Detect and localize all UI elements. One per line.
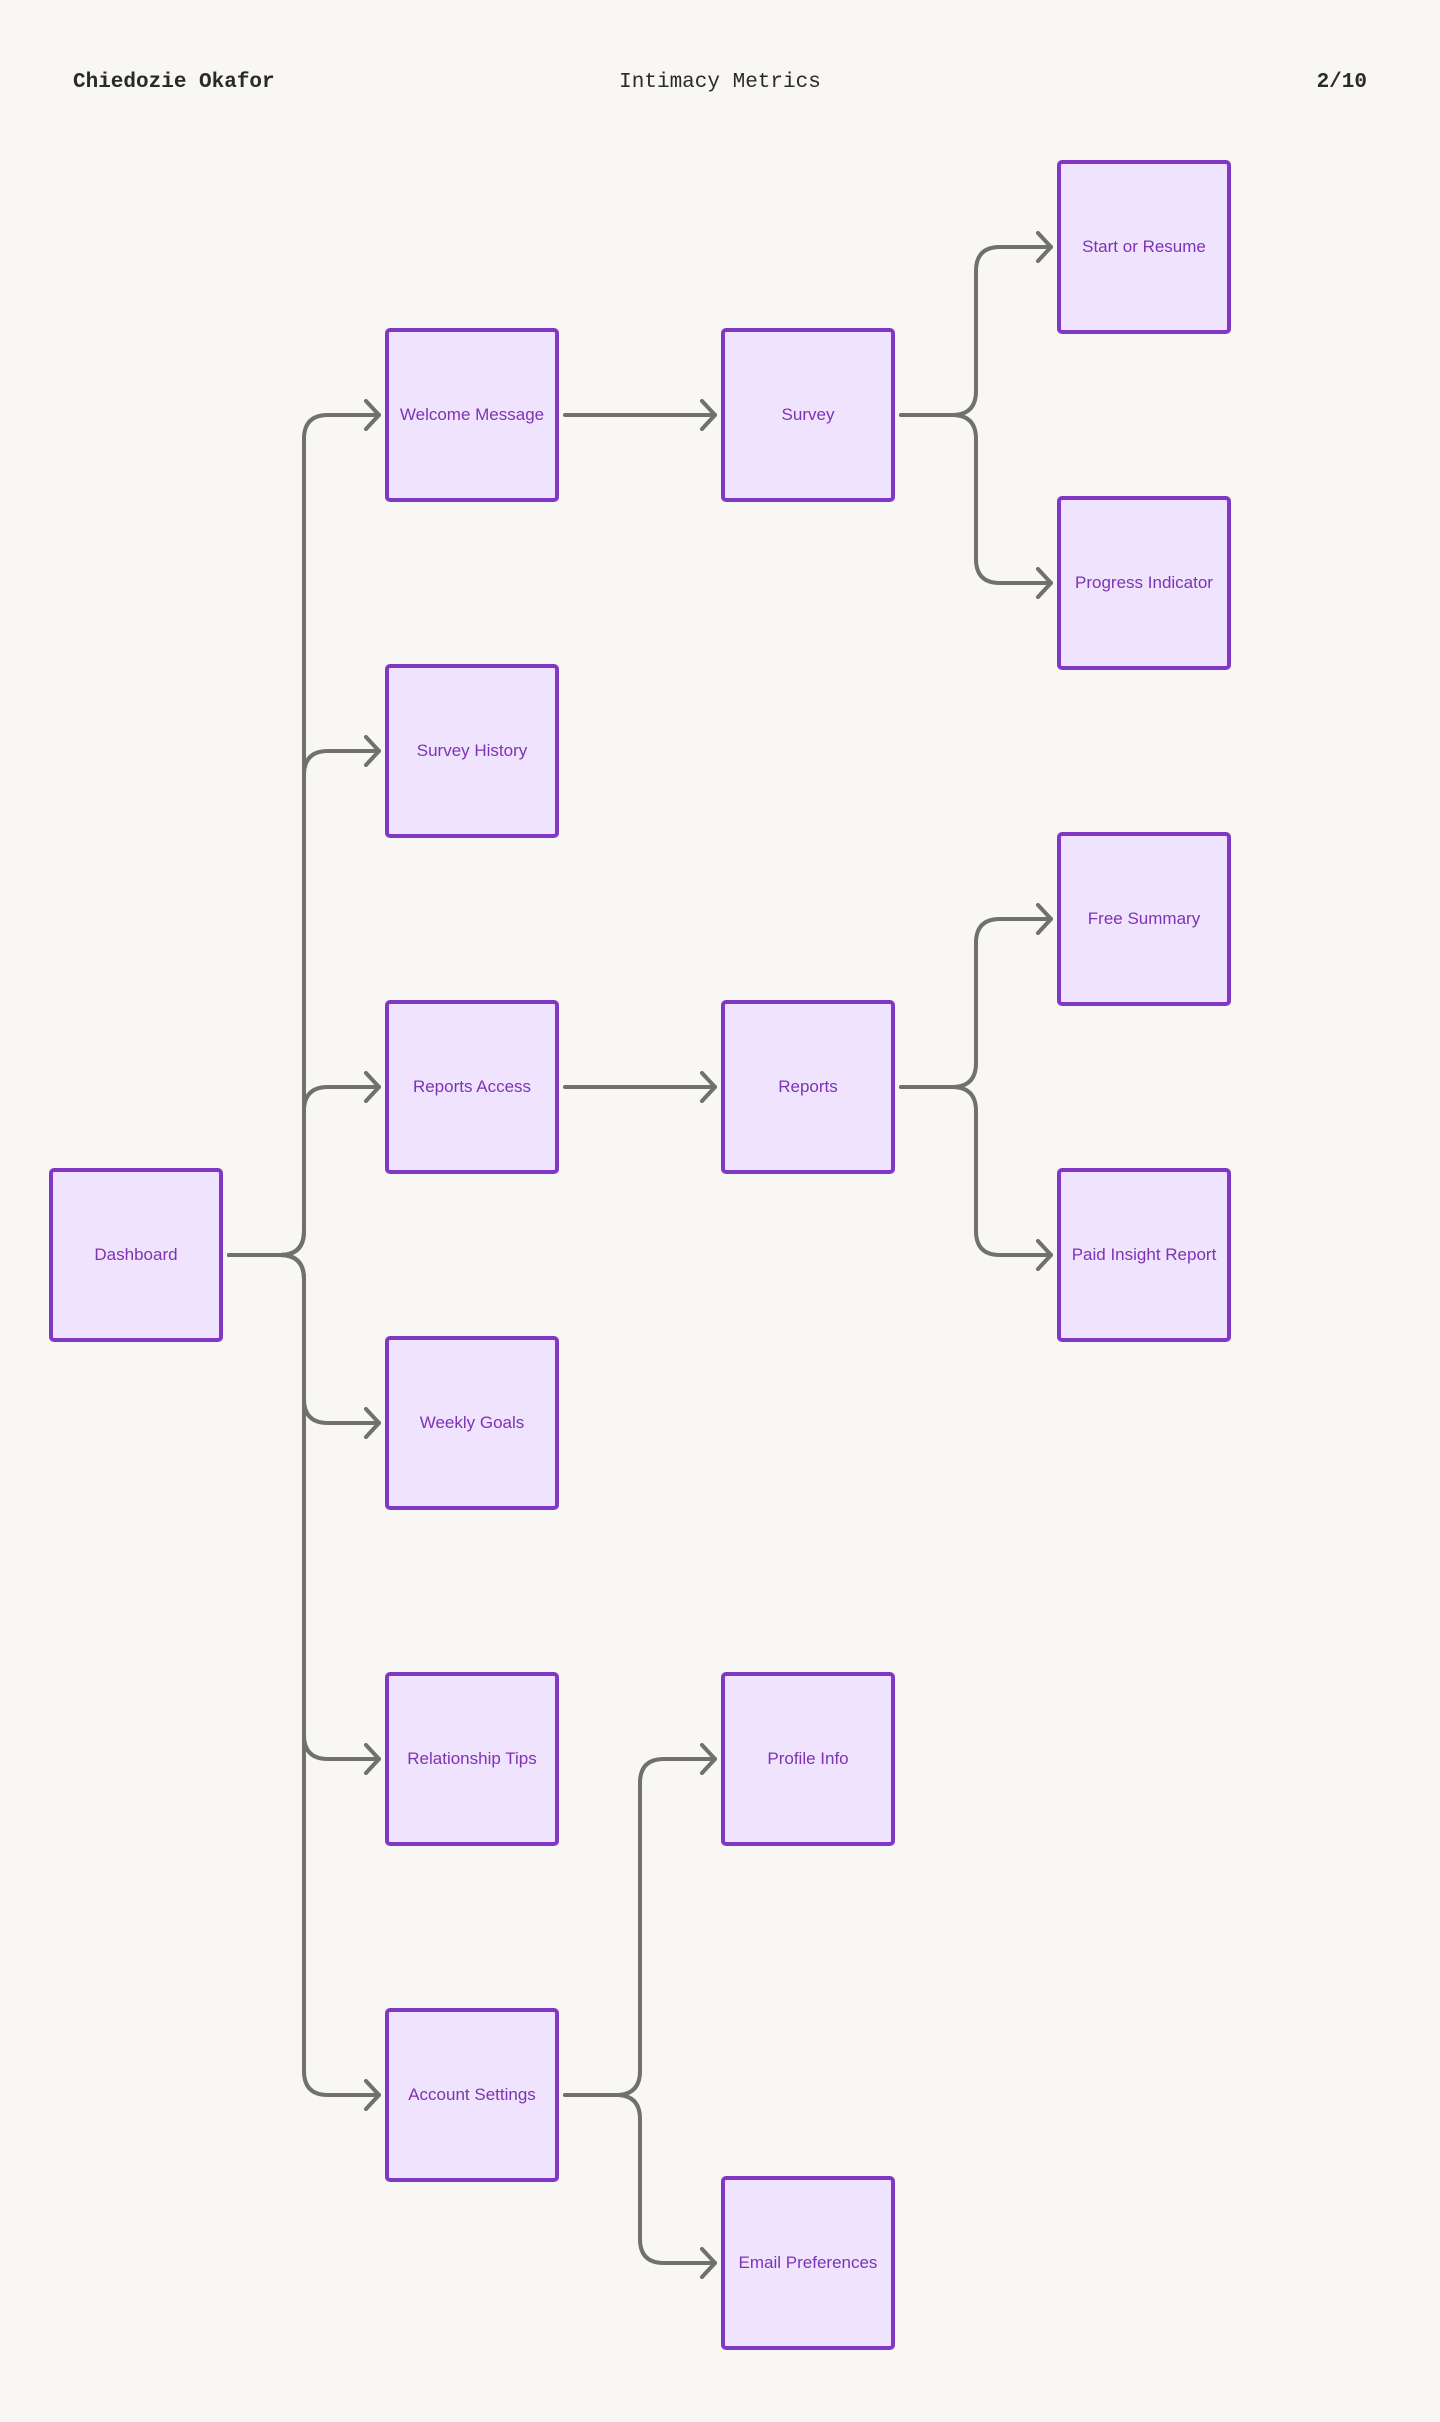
connector-line xyxy=(227,1085,381,1257)
node-progress-indicator[interactable]: Progress Indicator xyxy=(1057,496,1231,670)
node-weekly-goals[interactable]: Weekly Goals xyxy=(385,1336,559,1510)
node-email-preferences[interactable]: Email Preferences xyxy=(721,2176,895,2350)
page-number: 2/10 xyxy=(1316,71,1367,94)
node-account-settings[interactable]: Account Settings xyxy=(385,2008,559,2182)
node-start-or-resume[interactable]: Start or Resume xyxy=(1057,160,1231,334)
connector-line xyxy=(899,1085,1053,1257)
node-paid-insight-report[interactable]: Paid Insight Report xyxy=(1057,1168,1231,1342)
connector-line xyxy=(899,245,1053,417)
node-profile-info[interactable]: Profile Info xyxy=(721,1672,895,1846)
arrowhead-icon xyxy=(1036,903,1053,935)
connector-line xyxy=(227,1253,381,2097)
document-title: Intimacy Metrics xyxy=(619,71,821,94)
node-relationship-tips[interactable]: Relationship Tips xyxy=(385,1672,559,1846)
connector-line xyxy=(563,1757,717,2097)
arrowhead-icon xyxy=(700,1743,717,1775)
arrowhead-icon xyxy=(1036,1239,1053,1271)
arrowhead-icon xyxy=(1036,231,1053,263)
node-free-summary[interactable]: Free Summary xyxy=(1057,832,1231,1006)
arrowhead-icon xyxy=(364,735,381,767)
connector-line xyxy=(563,2093,717,2265)
arrowhead-icon xyxy=(700,399,717,431)
node-dashboard[interactable]: Dashboard xyxy=(49,1168,223,1342)
node-welcome-message[interactable]: Welcome Message xyxy=(385,328,559,502)
arrowhead-icon xyxy=(364,2079,381,2111)
arrowhead-icon xyxy=(364,1071,381,1103)
arrowhead-icon xyxy=(700,1071,717,1103)
connector-line xyxy=(899,917,1053,1089)
connector-line xyxy=(899,413,1053,585)
node-reports-access[interactable]: Reports Access xyxy=(385,1000,559,1174)
arrowhead-icon xyxy=(700,2247,717,2279)
node-survey[interactable]: Survey xyxy=(721,328,895,502)
arrowhead-icon xyxy=(364,1743,381,1775)
node-survey-history[interactable]: Survey History xyxy=(385,664,559,838)
arrowhead-icon xyxy=(1036,567,1053,599)
node-reports[interactable]: Reports xyxy=(721,1000,895,1174)
arrowhead-icon xyxy=(364,1407,381,1439)
arrowhead-icon xyxy=(364,399,381,431)
author-name: Chiedozie Okafor xyxy=(73,71,275,94)
